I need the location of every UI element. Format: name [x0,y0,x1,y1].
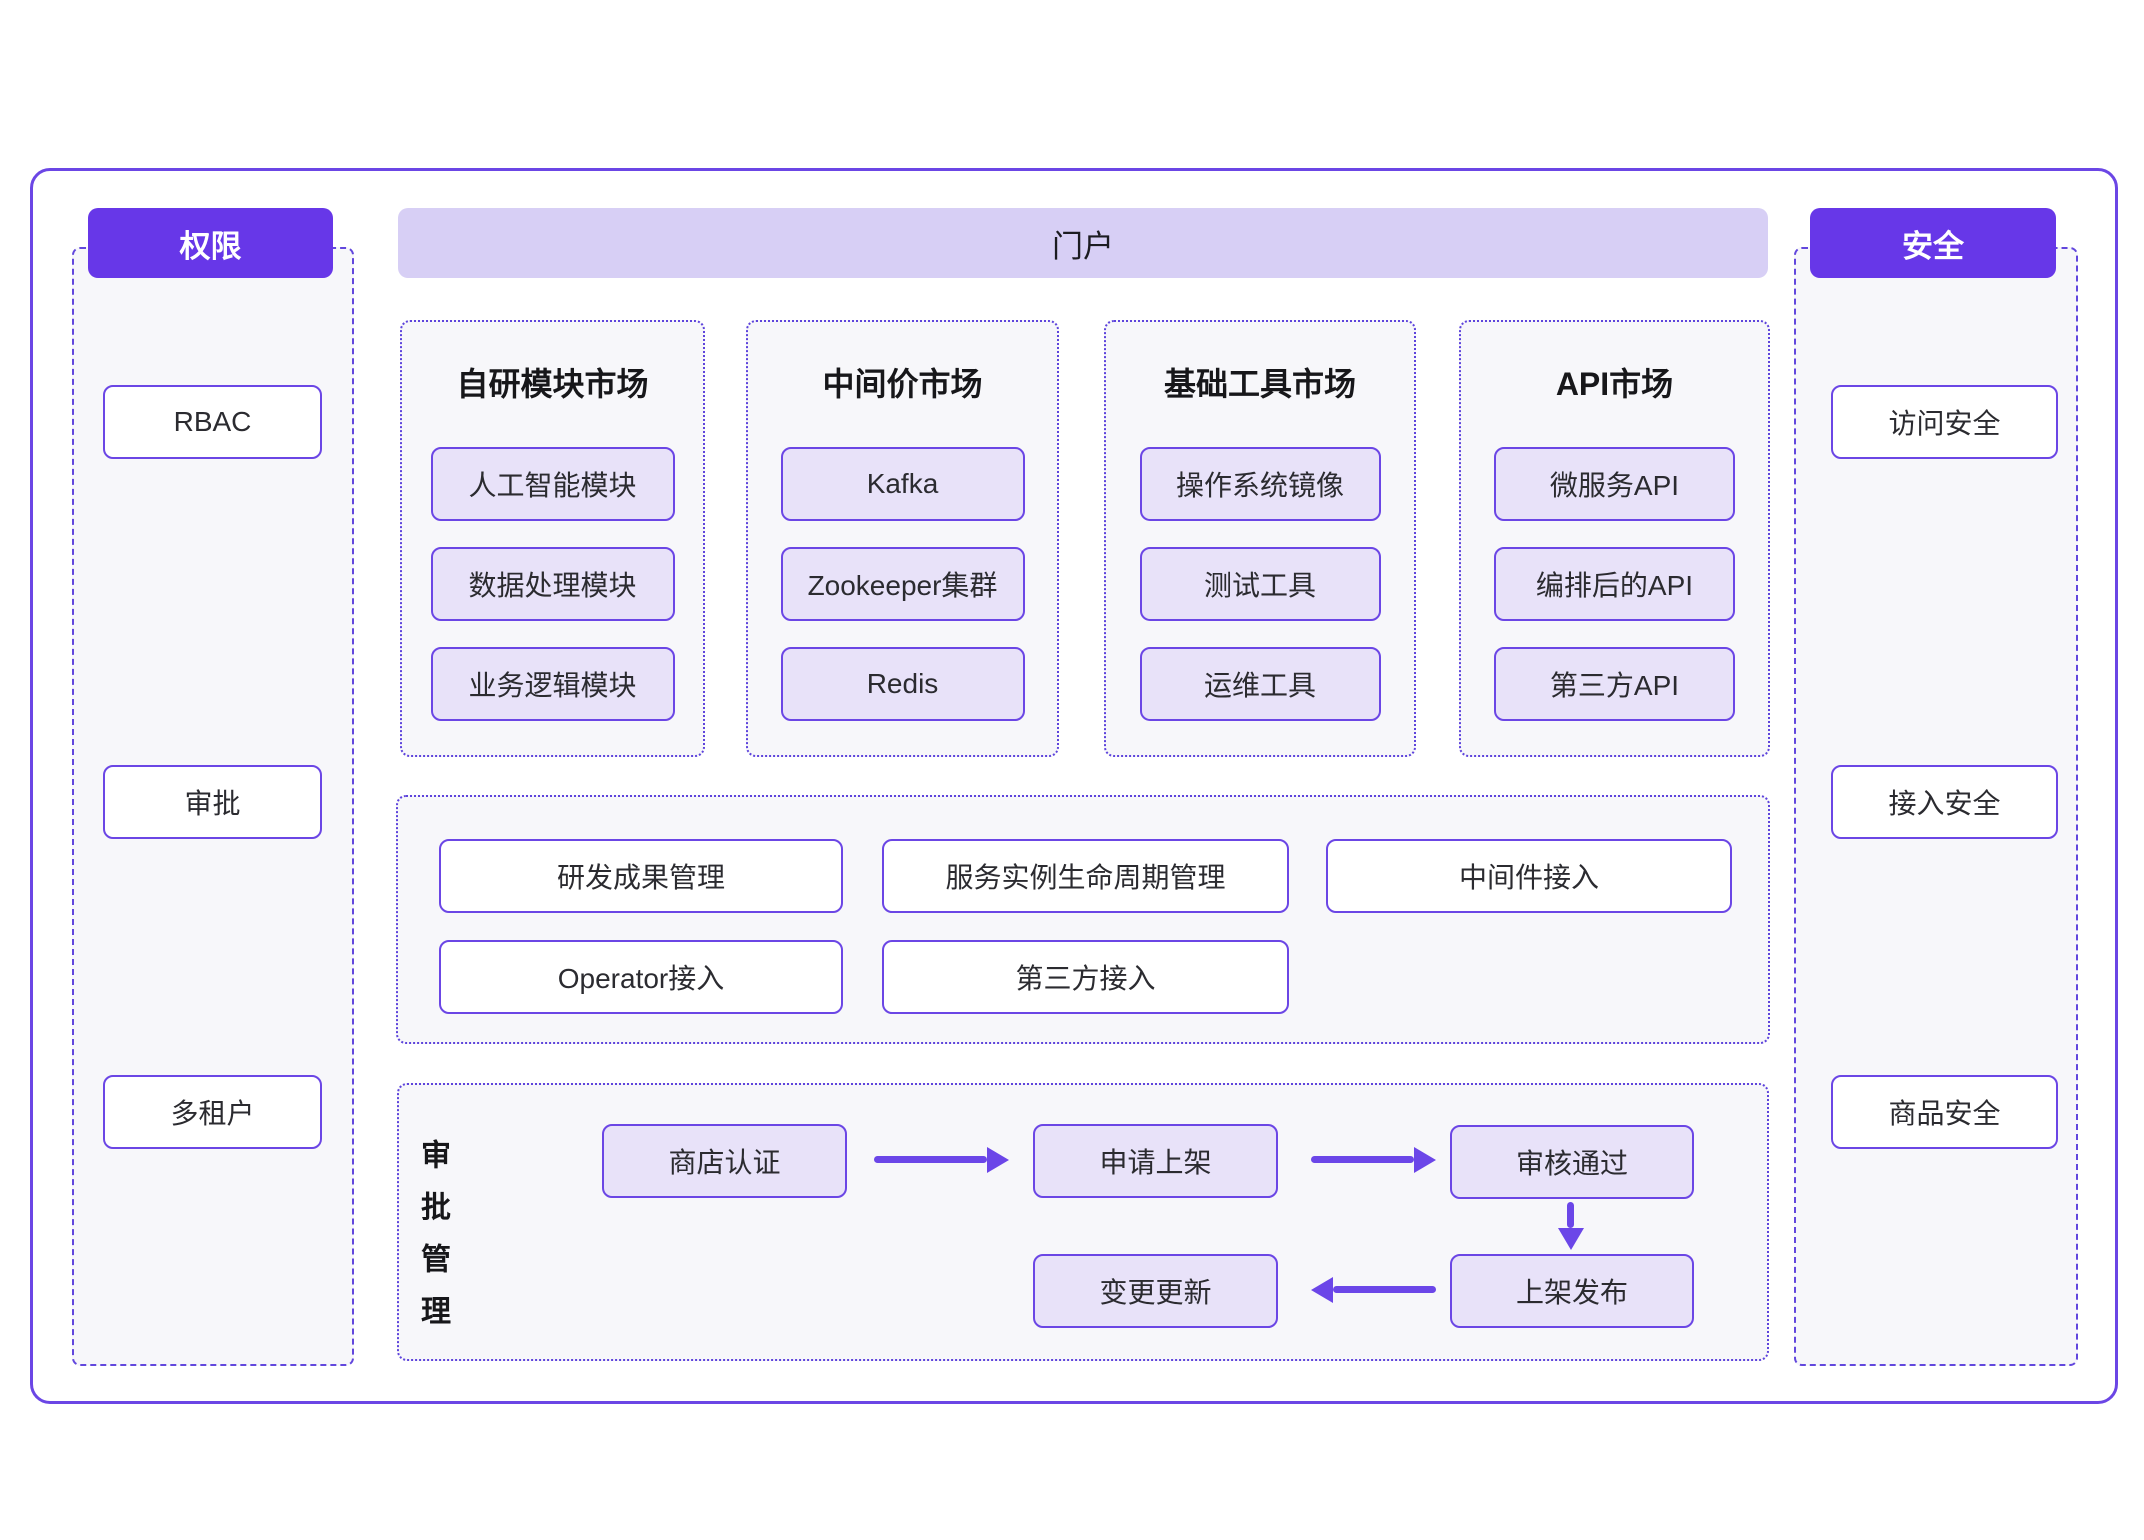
market-item: 操作系统镜像 [1139,447,1381,521]
market-title: 基础工具市场 [1163,366,1356,402]
management-item-operator-access: Operator接入 [439,940,843,1014]
flow-step-review-passed: 审核通过 [1450,1125,1694,1199]
security-header: 安全 [1810,208,2056,278]
market-item: 业务逻辑模块 [430,647,675,721]
market-item: 运维工具 [1139,647,1381,721]
market-column-middleware: 中间价市场 Kafka Zookeeper集群 Redis [746,320,1059,757]
management-section: 研发成果管理 服务实例生命周期管理 中间件接入 Operator接入 第三方接入 [396,795,1770,1044]
market-item: Kafka [780,447,1025,521]
permissions-item-multitenant: 多租户 [103,1075,322,1149]
permissions-item-rbac: RBAC [103,385,322,459]
arrow-right-icon [1311,1146,1436,1173]
arrow-down-icon [1557,1202,1584,1250]
security-item-goods: 商品安全 [1831,1075,2058,1149]
market-item: 人工智能模块 [430,447,675,521]
market-title: 自研模块市场 [456,366,649,402]
market-item: 第三方API [1494,647,1735,721]
market-item: 数据处理模块 [430,547,675,621]
market-title: 中间价市场 [822,366,983,402]
management-item-middleware-access: 中间件接入 [1326,839,1732,913]
flow-step-apply-listing: 申请上架 [1033,1124,1278,1198]
market-item: Redis [780,647,1025,721]
market-item: Zookeeper集群 [780,547,1025,621]
management-item-lifecycle: 服务实例生命周期管理 [882,839,1289,913]
flow-step-store-certification: 商店认证 [602,1124,847,1198]
market-item: 测试工具 [1139,547,1381,621]
portal-header: 门户 [398,208,1768,278]
market-title: API市场 [1555,366,1674,402]
market-column-api: API市场 微服务API 编排后的API 第三方API [1459,320,1770,757]
flow-step-publish: 上架发布 [1450,1254,1694,1328]
approval-flow-section: 审批管理 商店认证 申请上架 审核通过 上架发布 变更更新 [397,1083,1769,1361]
market-column-basic-tools: 基础工具市场 操作系统镜像 测试工具 运维工具 [1104,320,1416,757]
arrow-right-icon [874,1146,1009,1173]
market-column-self-developed: 自研模块市场 人工智能模块 数据处理模块 业务逻辑模块 [400,320,705,757]
arrow-left-icon [1311,1276,1436,1303]
management-item-thirdparty-access: 第三方接入 [882,940,1289,1014]
market-item: 微服务API [1494,447,1735,521]
management-item-rd-results: 研发成果管理 [439,839,843,913]
security-item-ingress: 接入安全 [1831,765,2058,839]
market-item: 编排后的API [1494,547,1735,621]
security-item-access: 访问安全 [1831,385,2058,459]
permissions-header: 权限 [88,208,333,278]
approval-flow-label: 审批管理 [416,1139,449,1347]
permissions-item-approval: 审批 [103,765,322,839]
flow-step-change-update: 变更更新 [1033,1254,1278,1328]
